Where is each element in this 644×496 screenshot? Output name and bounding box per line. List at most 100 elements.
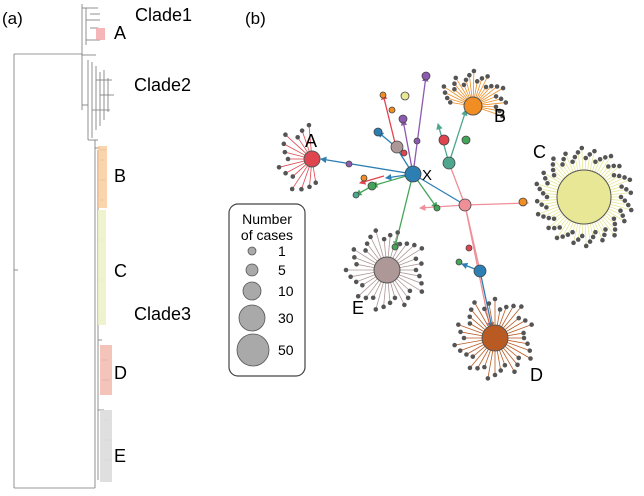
cluster-a-leaf	[313, 180, 319, 186]
cluster-a-leaf	[281, 141, 287, 147]
cluster-a-leaf	[276, 165, 282, 170]
cluster-c-spoke	[573, 223, 579, 243]
tree-clade-e-highlight	[100, 410, 112, 482]
cluster-c-spoke	[553, 158, 568, 177]
cluster-a-spoke	[285, 134, 307, 154]
cluster-d-leaf	[519, 304, 524, 309]
legend-value-50: 50	[278, 342, 294, 358]
cluster-d-leaf	[529, 322, 534, 327]
cluster-d-leaf	[497, 307, 503, 312]
cluster-c-spoke	[610, 192, 631, 195]
cluster-b-leaf	[498, 96, 504, 102]
cluster-c-leaf	[572, 154, 578, 160]
cluster-a-node	[303, 150, 321, 168]
cluster-b-spoke	[450, 102, 465, 105]
cluster-c-leaf	[611, 172, 617, 178]
cluster-d-leaf	[456, 322, 461, 327]
cluster-b-leaf	[444, 95, 450, 101]
cluster-c-leaf	[541, 170, 546, 176]
cluster-b-spoke	[463, 84, 470, 98]
cluster-b-leaf	[442, 90, 448, 95]
cluster-c-leaf	[611, 216, 617, 222]
cluster-e-leaf	[402, 302, 407, 308]
cluster-a-leaf	[306, 122, 312, 128]
network-label-c: C	[533, 142, 546, 162]
cluster-d-leaf	[470, 354, 476, 359]
cluster-c-leaf	[551, 172, 557, 178]
cluster-d-leaf	[472, 300, 477, 305]
cluster-c-spoke	[596, 220, 605, 236]
cluster-b-spoke	[480, 87, 504, 102]
cluster-a-spoke	[285, 162, 306, 174]
orange-node	[518, 197, 528, 207]
cluster-e-spoke	[370, 236, 382, 259]
cluster-e-spoke	[398, 274, 422, 284]
cluster-e-spoke	[353, 249, 377, 264]
panel-b-label: (b)	[245, 9, 266, 28]
network-edge	[319, 156, 414, 175]
cluster-c-spoke	[609, 179, 631, 188]
cluster-e-spoke	[387, 235, 391, 258]
cluster-c-leaf	[563, 151, 568, 157]
cluster-d-leaf	[502, 362, 508, 368]
cluster-a-spoke	[284, 151, 305, 158]
legend-circle-10	[242, 281, 262, 301]
orange-node	[360, 174, 368, 182]
cluster-d-leaf	[492, 372, 498, 378]
tree-clade-b-highlight	[98, 146, 107, 208]
cluster-d-spoke	[469, 316, 486, 330]
cluster-b-leaf	[493, 104, 499, 110]
cluster-e-spoke	[397, 248, 423, 264]
legend-value-5: 5	[278, 262, 286, 278]
cluster-c-leaf	[542, 176, 548, 181]
tree-label-clade3: Clade3	[134, 304, 191, 324]
cluster-e-leaf	[364, 241, 370, 246]
cluster-e-leaf	[381, 236, 387, 242]
cluster-c-leaf	[612, 227, 618, 232]
yellow-node	[400, 91, 410, 101]
cluster-c-leaf	[561, 156, 566, 162]
cluster-b-spoke	[476, 76, 488, 99]
cluster-d-spoke	[504, 346, 520, 359]
network-edge	[381, 92, 397, 148]
cluster-b-leaf	[500, 85, 506, 91]
cluster-e-spoke	[399, 271, 420, 277]
cluster-c-leaf	[541, 214, 546, 219]
network-edge	[448, 108, 468, 164]
cluster-b-spoke	[454, 88, 467, 101]
cluster-d-leaf	[521, 335, 527, 341]
cluster-c-spoke	[543, 192, 558, 195]
cluster-c-leaf	[557, 225, 562, 230]
cluster-c-spoke	[577, 223, 581, 240]
cluster-c-spoke	[587, 223, 591, 242]
cluster-d-leaf	[467, 314, 473, 320]
cluster-b-spoke	[481, 102, 506, 106]
cluster-a-leaf	[282, 149, 288, 155]
cluster-c-spoke	[609, 203, 632, 211]
cluster-c-leaf	[597, 156, 603, 162]
cluster-c-spoke	[577, 152, 581, 171]
cluster-c-leaf	[618, 194, 624, 200]
cluster-c-spoke	[604, 165, 620, 180]
cluster-d-spoke	[469, 347, 487, 369]
cluster-e-spoke	[357, 278, 378, 297]
cluster-d-spoke	[504, 317, 520, 330]
cluster-c-leaf	[545, 180, 550, 186]
cluster-e-leaf	[381, 304, 386, 310]
cluster-b-leaf	[489, 83, 494, 89]
cluster-a-spoke	[301, 130, 310, 152]
cluster-e-leaf	[417, 273, 422, 279]
cluster-c-leaf	[612, 233, 617, 238]
cluster-d-spoke	[454, 339, 483, 346]
cluster-e-leaf	[405, 295, 411, 301]
cluster-c-leaf	[603, 227, 608, 232]
cluster-a-spoke	[309, 166, 312, 187]
cluster-c-spoke	[604, 214, 616, 225]
network-edge	[400, 118, 414, 175]
red-node	[400, 149, 408, 157]
legend-value-1: 1	[278, 243, 286, 259]
cluster-b-spoke	[477, 86, 487, 99]
tree-label-clade2: Clade2	[134, 75, 191, 95]
cluster-e-leaf	[351, 247, 357, 252]
cluster-d-leaf	[467, 365, 473, 371]
